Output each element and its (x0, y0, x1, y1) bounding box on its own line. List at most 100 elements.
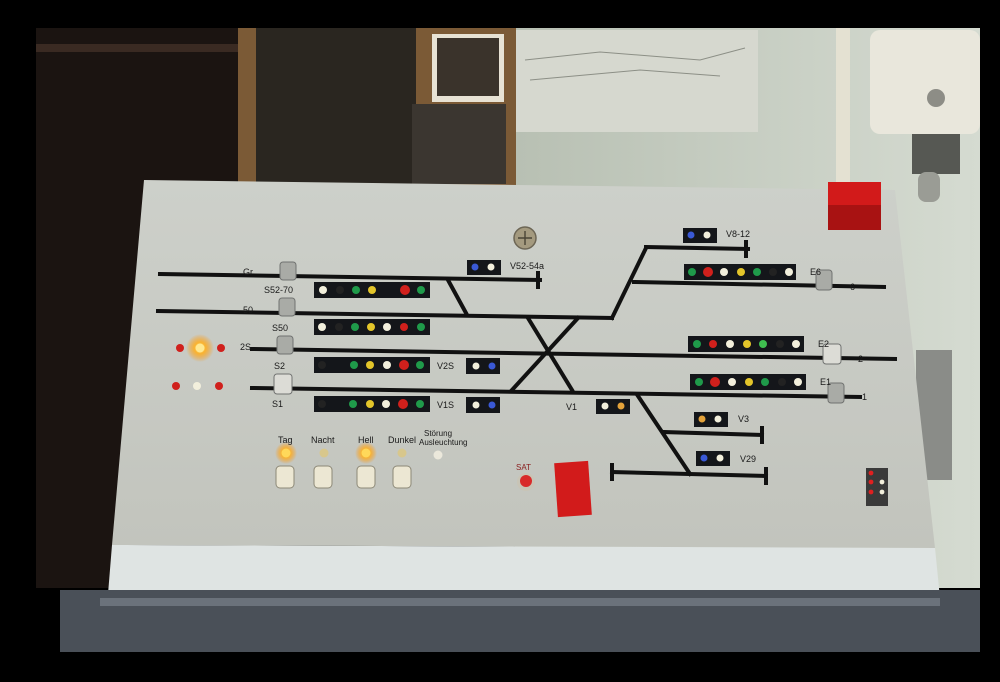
center-screw-slot (518, 231, 532, 245)
lamp (383, 361, 391, 369)
nacht-button[interactable] (313, 465, 333, 489)
lamp (217, 344, 225, 352)
corner-indicator (866, 468, 888, 506)
lamp (172, 382, 180, 390)
lamp (728, 378, 736, 386)
track-2s (249, 346, 898, 362)
lamp (688, 268, 696, 276)
lamp (366, 400, 374, 408)
photo-print-lower (412, 104, 506, 184)
lamp (716, 454, 724, 462)
push-button[interactable] (815, 269, 833, 291)
track-map-lines (524, 47, 746, 81)
lamp (382, 400, 390, 408)
lamp (601, 402, 609, 410)
lamp (868, 489, 874, 495)
bar-v1s (466, 397, 500, 413)
lamp (335, 323, 343, 331)
lamp (703, 231, 711, 239)
lamp (398, 399, 408, 409)
dunkel-button[interactable] (392, 465, 412, 489)
hell-button[interactable] (356, 465, 376, 489)
lamp (472, 401, 480, 409)
lamp (318, 400, 326, 408)
lamp (319, 286, 327, 294)
lamp (776, 340, 784, 348)
push-button[interactable] (822, 343, 842, 365)
label-v29: V29 (740, 454, 757, 464)
lamp (687, 231, 695, 239)
lamp (737, 268, 745, 276)
red-cap-top-right-shade (828, 205, 881, 230)
label-s2: S2 (274, 361, 286, 371)
lamp (366, 361, 374, 369)
label-e2: E2 (818, 339, 830, 349)
track-diagram (155, 240, 898, 485)
lamp (351, 323, 359, 331)
lamp (472, 362, 480, 370)
diag-x2 (509, 315, 581, 393)
lamp-stoerung (433, 450, 443, 460)
lamp (879, 489, 885, 495)
label-s1: S1 (272, 399, 284, 409)
push-button[interactable] (827, 382, 845, 404)
lamp (759, 340, 767, 348)
push-button[interactable] (279, 261, 297, 281)
lamp (417, 286, 425, 294)
label-2s: 2S (240, 342, 252, 352)
track-50 (155, 308, 615, 321)
lamp-tag (281, 448, 291, 458)
label-s52-70: S52-70 (264, 285, 294, 295)
lamp (714, 415, 722, 423)
tag-button[interactable] (275, 465, 295, 489)
label-sat: SAT (516, 463, 531, 472)
diag-up (609, 245, 649, 321)
lamp (617, 402, 625, 410)
lamp (350, 361, 358, 369)
lamp (488, 401, 496, 409)
label-dunkel: Dunkel (388, 435, 417, 445)
lamp (700, 454, 708, 462)
lamp (416, 400, 424, 408)
lamp (695, 378, 703, 386)
label-v3: V3 (738, 414, 750, 424)
lamp (215, 382, 223, 390)
track-gr (157, 271, 543, 283)
label-s50: S50 (272, 323, 289, 333)
heater-knob (927, 89, 945, 107)
label-ausleuchtung: Ausleuchtung (419, 438, 468, 447)
track-v8-12 (643, 244, 751, 252)
lamp (879, 479, 885, 485)
track-1-left (249, 385, 863, 400)
panel-base-front (108, 545, 940, 598)
track-6 (631, 279, 887, 290)
track-v3 (661, 429, 765, 438)
dark-shelf-line (36, 44, 241, 52)
label-v1s: V1S (437, 400, 455, 410)
lamp-hell (361, 448, 371, 458)
lamp-nacht (319, 448, 329, 458)
push-button[interactable] (278, 297, 296, 317)
label-50: 50 (243, 305, 254, 315)
lamp (318, 361, 326, 369)
lamp (400, 323, 408, 331)
label-v8-12: V8-12 (726, 229, 751, 239)
lamp (792, 340, 800, 348)
lamp (349, 400, 357, 408)
lamp (778, 378, 786, 386)
lamp (352, 286, 360, 294)
photo-print-inner (437, 38, 499, 96)
lamp (703, 267, 713, 277)
push-button[interactable] (276, 335, 294, 355)
lamp (417, 323, 425, 331)
lamp (769, 268, 777, 276)
lamp (399, 360, 409, 370)
lamp (176, 344, 184, 352)
heater-arm (918, 172, 940, 202)
diag-down (635, 393, 693, 477)
lamp (400, 285, 410, 295)
heater-valve (912, 134, 960, 174)
lamp (868, 479, 874, 485)
push-button[interactable] (273, 373, 293, 395)
